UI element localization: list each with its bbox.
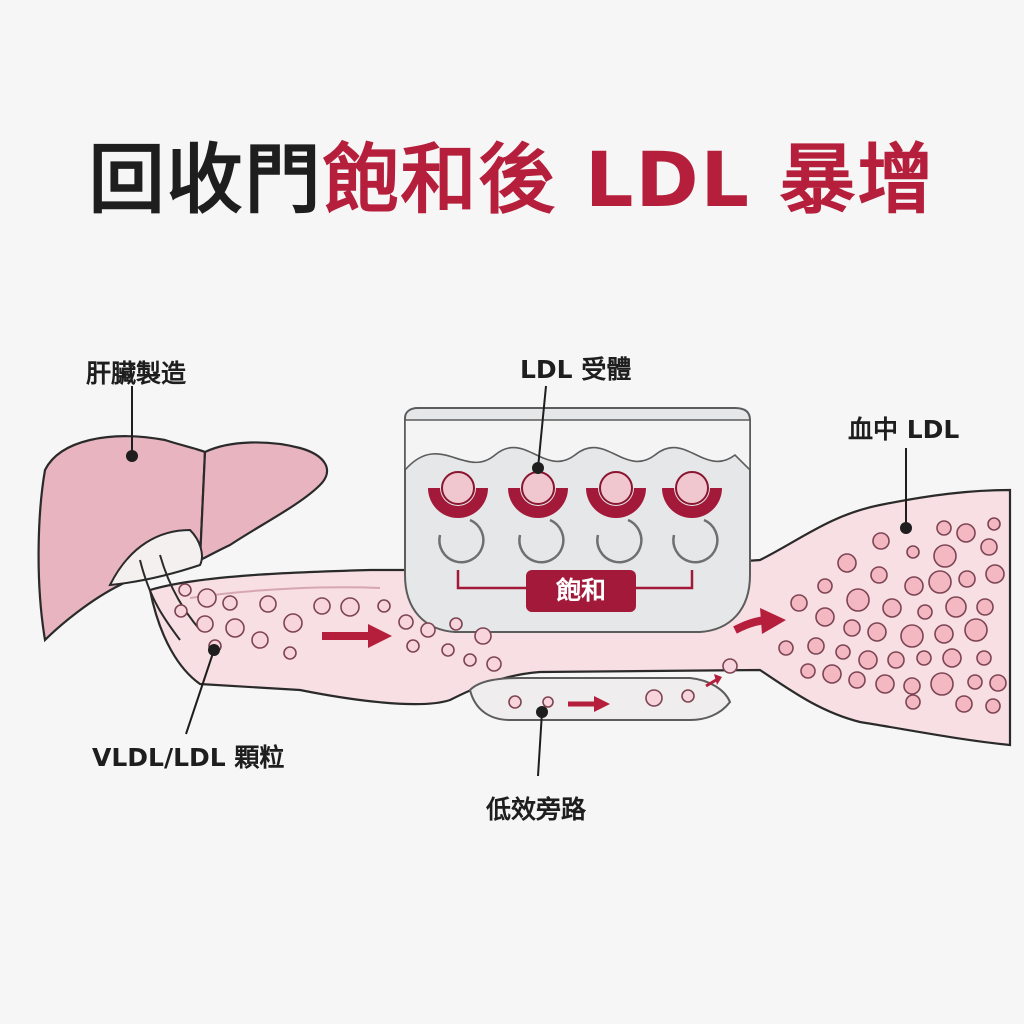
- particles-left: [174, 583, 738, 709]
- receptor-box: [404, 407, 751, 633]
- label-liver: 肝臟製造: [86, 359, 187, 388]
- receptor-2: [508, 471, 568, 564]
- receptor-1: [428, 471, 488, 564]
- leader-particles: [185, 644, 220, 735]
- title-part-3: LDL 暴增: [585, 135, 936, 224]
- page-title: 回收門飽和後 LDL 暴增: [0, 118, 1024, 228]
- label-bypass: 低效旁路: [486, 795, 587, 824]
- title-part-2: 飽和後: [322, 135, 557, 224]
- label-blood: 血中 LDL: [848, 415, 960, 444]
- flow-arrow-exit: [733, 608, 786, 634]
- receptor-4: [662, 471, 722, 564]
- leader-bypass: [536, 706, 548, 777]
- liver: [37, 435, 329, 643]
- flow-arrow-bypass: [568, 696, 610, 712]
- label-receptor: LDL 受體: [520, 355, 632, 384]
- flow-arrow-main: [322, 624, 392, 648]
- title-part-1: 回收門: [88, 135, 323, 224]
- particles-right: [778, 517, 1007, 714]
- receptor-3: [586, 471, 646, 564]
- flow-arrow-small: [705, 674, 722, 688]
- saturated-badge: 飽和: [526, 570, 636, 612]
- leader-receptor: [532, 385, 547, 474]
- label-particles: VLDL/LDL 顆粒: [92, 743, 285, 772]
